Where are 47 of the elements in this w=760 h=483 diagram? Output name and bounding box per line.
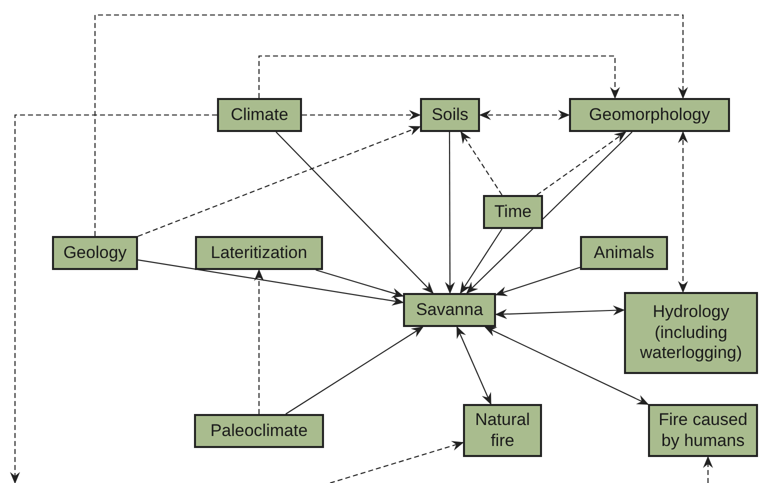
arrow: [536, 131, 626, 196]
arrow: [302, 110, 421, 120]
factor-box: [624, 292, 758, 374]
factor-label: Geology: [63, 242, 127, 264]
factor-label: Savanna: [416, 300, 484, 320]
factor-label: Fire caused by humans: [658, 410, 748, 451]
factor-box: [403, 293, 496, 327]
factor-label: Paleoclimate: [210, 420, 308, 442]
factor-box: [648, 404, 758, 457]
factor-box: [483, 195, 543, 229]
factor-label: Hydrology (including waterlogging): [638, 302, 744, 364]
factor-label: Geomorphology: [589, 104, 710, 126]
arrow: [484, 326, 649, 405]
arrow: [258, 55, 620, 99]
arrow: [703, 456, 713, 483]
arrow: [456, 326, 492, 405]
arrow: [138, 259, 404, 306]
arrow: [10, 114, 217, 483]
factor-label: Climate: [230, 104, 288, 126]
arrow: [678, 131, 688, 293]
arrow: [460, 228, 502, 294]
factor-box: [217, 98, 302, 132]
factor-box: [569, 98, 730, 132]
factor-box: [194, 414, 324, 448]
factor-box: [420, 98, 480, 132]
factor-box: [195, 236, 323, 270]
factor-box: [580, 236, 668, 270]
factor-label: Natural fire: [474, 410, 531, 451]
arrow: [94, 14, 688, 236]
factor-box: [52, 236, 138, 270]
arrow: [330, 440, 464, 483]
arrow: [495, 305, 625, 320]
factor-label: Time: [494, 202, 532, 222]
arrow: [254, 269, 264, 414]
arrow: [495, 266, 580, 296]
factor-label: Lateritization: [210, 242, 308, 264]
factor-box: [463, 404, 542, 457]
factor-label: Soils: [432, 104, 468, 126]
arrow: [316, 269, 404, 298]
arrow: [460, 131, 502, 196]
arrow: [466, 132, 632, 294]
arrow: [276, 132, 434, 294]
arrow: [138, 126, 421, 237]
factor-label: Animals: [594, 242, 654, 264]
arrow: [444, 132, 455, 294]
arrow: [479, 110, 570, 120]
arrow: [285, 326, 424, 414]
